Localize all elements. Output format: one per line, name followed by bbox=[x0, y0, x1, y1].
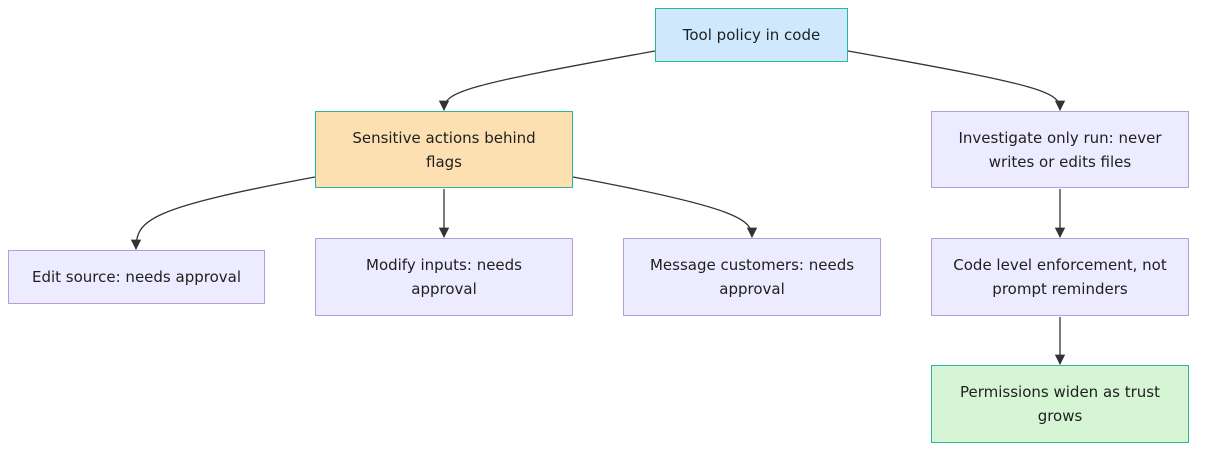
node-investigate-only-label: Investigate only run: never writes or ed… bbox=[958, 128, 1162, 171]
node-edit-source-label: Edit source: needs approval bbox=[31, 268, 241, 286]
node-message-customers-label: Message customers: needs approval bbox=[649, 256, 855, 298]
edge-root-to-flags bbox=[438, 50, 656, 112]
node-permissions-widen-label: Permissions widen as trust grows bbox=[960, 383, 1160, 425]
node-investigate-only: Investigate only run: never writes or ed… bbox=[931, 111, 1189, 188]
node-edit-source: Edit source: needs approval bbox=[8, 250, 265, 304]
node-message-customers: Message customers: needs approval bbox=[623, 238, 881, 316]
node-code-enforcement: Code level enforcement, not prompt remin… bbox=[931, 238, 1189, 316]
node-code-enforcement-label: Code level enforcement, not prompt remin… bbox=[953, 256, 1167, 298]
node-modify-inputs: Modify inputs: needs approval bbox=[315, 238, 573, 316]
node-sensitive-actions: Sensitive actions behind flags bbox=[315, 111, 573, 188]
node-tool-policy: Tool policy in code bbox=[655, 8, 848, 62]
edge-flags-to-edit bbox=[130, 176, 316, 251]
node-modify-inputs-label: Modify inputs: needs approval bbox=[366, 256, 522, 298]
edge-root-to-investigate bbox=[847, 50, 1066, 112]
node-tool-policy-label: Tool policy in code bbox=[682, 26, 821, 44]
edge-flags-to-message bbox=[572, 176, 758, 239]
node-permissions-widen: Permissions widen as trust grows bbox=[931, 365, 1189, 443]
node-sensitive-actions-label: Sensitive actions behind flags bbox=[352, 128, 536, 171]
